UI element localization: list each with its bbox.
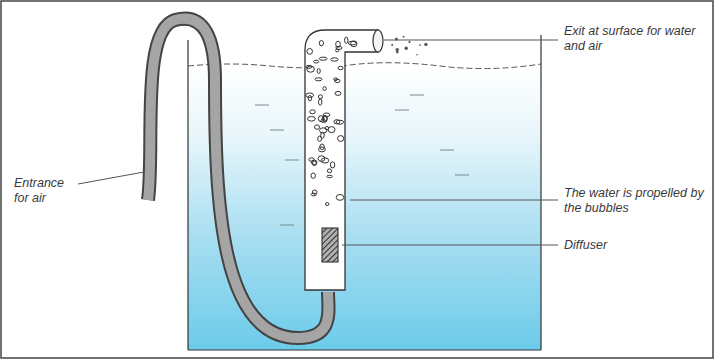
tank-wall xyxy=(187,40,188,350)
bubble xyxy=(338,136,344,142)
splash xyxy=(403,36,405,38)
callout-label: Exit at surface for water and air xyxy=(564,24,710,54)
water-surface xyxy=(188,63,541,69)
splash xyxy=(408,41,410,43)
bubble xyxy=(307,66,315,72)
lift-tube xyxy=(305,30,378,290)
bubbles xyxy=(306,36,428,206)
splash xyxy=(396,48,399,51)
water-ripples xyxy=(255,95,469,225)
splash xyxy=(424,43,427,46)
air-hose xyxy=(148,19,329,338)
bubble xyxy=(327,175,333,177)
bubble xyxy=(330,162,334,168)
bubble xyxy=(328,127,335,133)
bubble xyxy=(326,203,329,206)
bubble xyxy=(318,156,325,162)
bubble xyxy=(335,91,341,95)
ripple xyxy=(285,160,299,161)
bubble xyxy=(336,120,343,124)
splash xyxy=(391,44,393,46)
diffuser xyxy=(322,228,338,262)
ripple xyxy=(440,150,454,151)
bubble xyxy=(315,125,320,129)
bubble xyxy=(317,69,320,74)
bubble xyxy=(308,96,311,101)
air-hose-inner xyxy=(148,19,329,338)
callout-label: Entrance for air xyxy=(14,176,80,206)
ripple xyxy=(410,95,424,96)
bubble xyxy=(315,78,322,81)
bubble xyxy=(307,49,313,55)
tube-outlet xyxy=(373,30,383,52)
bubble xyxy=(312,190,317,194)
bubble xyxy=(327,169,331,173)
bubble xyxy=(310,110,315,114)
leader-line xyxy=(350,200,558,201)
leader-line xyxy=(78,172,144,184)
callout-label: Diffuser xyxy=(564,238,704,253)
bubble xyxy=(351,41,357,47)
bubble xyxy=(308,117,316,122)
bubble xyxy=(318,116,324,122)
bubble xyxy=(348,41,356,45)
splash xyxy=(419,44,421,46)
bubble xyxy=(311,173,315,178)
ripple xyxy=(280,225,294,226)
bubble xyxy=(319,147,326,152)
bubble xyxy=(319,57,327,60)
tank-bottom xyxy=(188,349,541,350)
bubble xyxy=(314,60,319,63)
bubble xyxy=(334,78,338,81)
bubble xyxy=(320,128,327,133)
callout-label: The water is propelled by the bubbles xyxy=(564,186,704,216)
bubble xyxy=(338,66,343,69)
ripple xyxy=(455,175,469,176)
ripple xyxy=(255,105,269,106)
bubble xyxy=(318,95,322,99)
splash xyxy=(405,47,408,50)
splash xyxy=(416,54,418,56)
bubble xyxy=(336,46,342,49)
ripple xyxy=(395,110,409,111)
leader-line xyxy=(342,245,558,246)
tank-wall xyxy=(540,35,541,350)
leader-line xyxy=(384,40,558,41)
ripple xyxy=(270,130,284,131)
bubble xyxy=(312,161,316,166)
bubble xyxy=(319,99,322,105)
bubble xyxy=(336,195,344,201)
bubble xyxy=(306,66,312,69)
bubble xyxy=(345,37,348,43)
bubble xyxy=(319,41,323,46)
bubble xyxy=(323,87,326,91)
bubble xyxy=(331,58,338,61)
